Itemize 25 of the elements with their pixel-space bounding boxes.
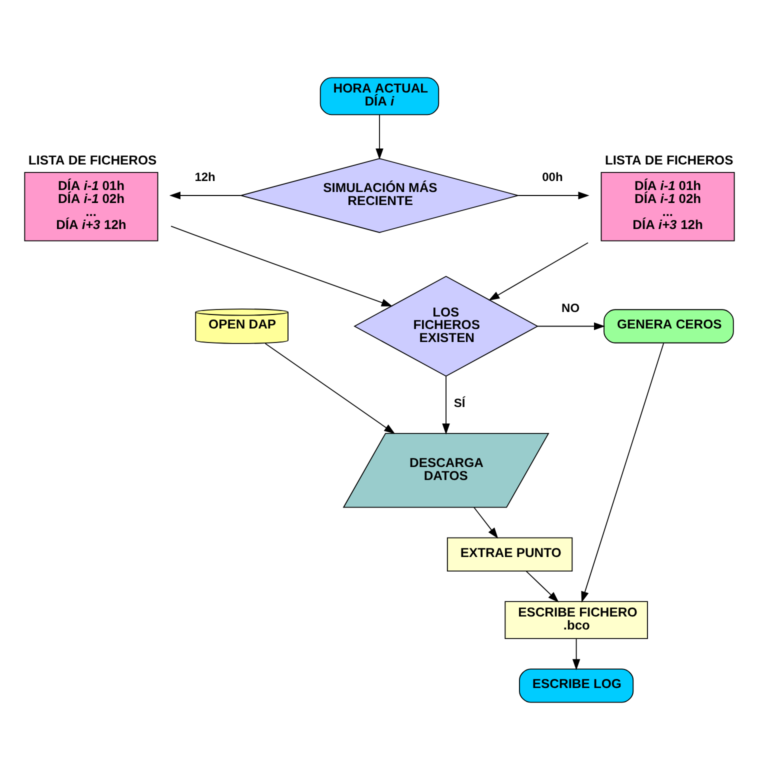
node-box: ESCRIBE LOG — [519, 668, 634, 703]
node-diamond: SIMULACIÓN MÁS RECIENTE — [239, 158, 520, 233]
arrow — [488, 242, 588, 301]
edge-label: 12h — [194, 170, 216, 184]
node-box: GENERA CEROS — [604, 309, 734, 344]
node-box: HORA ACTUAL DÍA i — [320, 77, 440, 116]
arrow — [537, 322, 606, 330]
arrow — [169, 192, 242, 200]
node-label: LISTA DE FICHEROS — [28, 152, 157, 168]
arrow — [170, 226, 393, 306]
arrow — [376, 114, 384, 160]
edge-label: NO — [562, 300, 580, 315]
arrow — [526, 570, 559, 603]
node-box: EXTRAE PUNTO — [446, 537, 573, 572]
edge-label: SÍ — [454, 396, 466, 410]
arrow — [581, 342, 664, 603]
arrow — [264, 343, 396, 434]
arrow — [572, 638, 580, 670]
arrow — [474, 506, 498, 539]
node-label: LISTA DE FICHEROS — [604, 152, 734, 168]
arrow — [518, 192, 590, 200]
arrow — [442, 376, 450, 435]
edge-label: 00h — [542, 170, 563, 184]
node-diamond: LOS FICHEROS EXISTEN — [354, 276, 538, 377]
node-box: ESCRIBE FICHERO .bco — [504, 601, 648, 640]
